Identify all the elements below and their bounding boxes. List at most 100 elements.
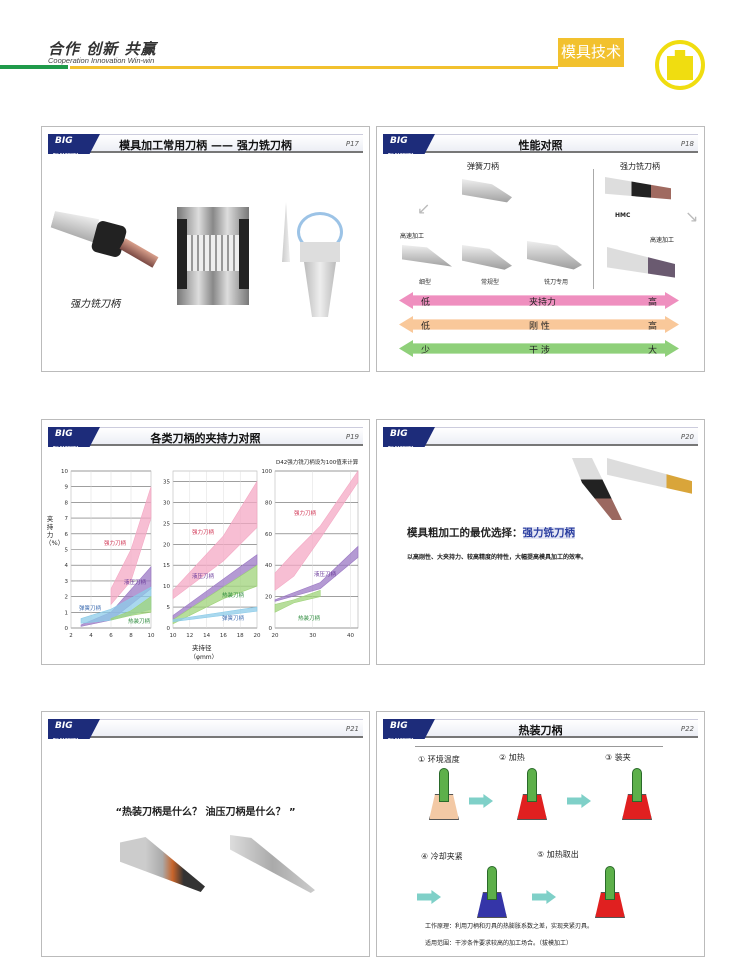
headline-highlight: 强力铣刀柄 bbox=[522, 527, 575, 539]
x-tick-label: 20 bbox=[272, 633, 279, 639]
slim-holder-image bbox=[402, 245, 452, 267]
group-label-milling: 强力铣刀柄 bbox=[620, 162, 660, 171]
comparison-bar: 低夹持力高 bbox=[399, 292, 679, 309]
comparison-bar: 少干 涉大 bbox=[399, 340, 679, 357]
x-tick-label: 2 bbox=[69, 633, 73, 639]
x-tick-label: 4 bbox=[89, 633, 93, 639]
process-arrow-icon bbox=[532, 890, 556, 904]
y-tick-label: 10 bbox=[61, 469, 68, 475]
x-tick-label: 6 bbox=[109, 633, 113, 639]
process-arrow-icon bbox=[417, 890, 441, 904]
y-tick-label: 9 bbox=[65, 485, 69, 491]
association-seal-logo bbox=[655, 40, 705, 90]
y-tick-label: 20 bbox=[265, 595, 272, 601]
series-label: 强力刀柄 bbox=[294, 509, 317, 517]
curved-arrow-icon: ↘ bbox=[685, 207, 699, 226]
band-0 bbox=[110, 486, 152, 606]
band-0 bbox=[172, 480, 258, 600]
band-2 bbox=[274, 589, 321, 613]
curved-arrow-icon: ↙ bbox=[417, 199, 431, 218]
milling-holder-image bbox=[527, 241, 582, 270]
band-0 bbox=[274, 470, 359, 591]
image-caption: 强力铣刀柄 bbox=[70, 299, 120, 310]
hydraulic-holder-image bbox=[607, 458, 692, 494]
y-tick-label: 15 bbox=[163, 563, 170, 569]
bar-low: 低 bbox=[421, 322, 431, 332]
band-3 bbox=[172, 606, 258, 623]
page-number: P18 bbox=[680, 140, 694, 148]
hmc-label: HMC bbox=[615, 212, 631, 219]
step-label: ① 环境温度 bbox=[418, 755, 460, 764]
bar-high: 大 bbox=[647, 346, 657, 356]
needle-bearing-diagram bbox=[177, 207, 249, 305]
series-label: 热装刀柄 bbox=[298, 614, 321, 622]
question-text: “热装刀柄是什么？ 油压刀柄是什么？ ” bbox=[115, 807, 296, 818]
headline: 模具粗加工的最优选择：强力铣刀柄 bbox=[407, 527, 575, 539]
x-tick-label: 16 bbox=[220, 633, 227, 639]
y-tick-label: 2 bbox=[65, 595, 69, 601]
high-speed-label: 高速加工 bbox=[400, 233, 425, 240]
y-tick-label: 5 bbox=[65, 548, 69, 554]
series-label: 热装刀柄 bbox=[128, 617, 151, 625]
process-arrow-icon bbox=[469, 794, 493, 808]
x-tick-label: 14 bbox=[203, 633, 210, 639]
series-label: 弹簧刀柄 bbox=[79, 604, 102, 612]
y-axis-label: 夹持力（%） bbox=[45, 515, 65, 547]
application-scope: 适用范围：干涉条件要求较高的加工场合。（拔模加工） bbox=[425, 940, 573, 947]
y-tick-label: 10 bbox=[163, 584, 170, 590]
x-tick-label: 30 bbox=[309, 633, 316, 639]
rotation-diagram bbox=[282, 202, 352, 322]
cutter-icon bbox=[632, 768, 642, 802]
x-axis-unit: （φmm） bbox=[190, 654, 218, 661]
band-3 bbox=[110, 596, 152, 621]
y-tick-label: 60 bbox=[265, 532, 272, 538]
step-label: ③ 装夹 bbox=[605, 753, 631, 762]
working-principle: 工作原理：利用刀柄和刃具的热膨胀系数之差，实现夹紧刃具。 bbox=[425, 923, 594, 930]
slide-title: 各类刀柄的夹持力对照 bbox=[150, 432, 261, 445]
y-tick-label: 20 bbox=[163, 542, 170, 548]
x-axis-label: 夹持径 bbox=[192, 644, 212, 652]
type-label: 常规型 bbox=[481, 279, 500, 286]
tool-holder-image bbox=[52, 205, 162, 275]
section-tag: 模具技术 bbox=[558, 38, 624, 67]
x-tick-label: 12 bbox=[186, 633, 193, 639]
cutter-icon bbox=[487, 866, 497, 900]
y-tick-label: 3 bbox=[65, 579, 69, 585]
cutter-icon bbox=[527, 768, 537, 802]
y-tick-label: 4 bbox=[65, 563, 69, 569]
cutter-icon bbox=[605, 866, 615, 900]
group-label-collet: 弹簧刀柄 bbox=[467, 162, 499, 171]
page-number: P20 bbox=[680, 433, 694, 441]
series-label: 液压刀柄 bbox=[124, 578, 147, 586]
page-number: P22 bbox=[680, 725, 694, 733]
band-2 bbox=[172, 564, 258, 625]
process-arrow-icon bbox=[567, 794, 591, 808]
slide-title: 性能对照 bbox=[518, 139, 563, 152]
bar-high: 高 bbox=[647, 322, 657, 332]
standard-holder-image bbox=[462, 245, 512, 270]
description: 以高刚性、大夹持力、较高精度的特性，大幅提高模具加工的效率。 bbox=[407, 554, 588, 561]
page-number: P21 bbox=[345, 725, 359, 733]
x-tick-label: 40 bbox=[347, 633, 354, 639]
series-label: 强力刀柄 bbox=[192, 528, 215, 536]
bar-low: 少 bbox=[421, 346, 431, 356]
bar-low: 低 bbox=[421, 298, 431, 308]
chart-note: D42强力铣刀柄设为100值来计算 bbox=[276, 460, 359, 466]
page-number: P17 bbox=[345, 140, 359, 148]
y-tick-label: 5 bbox=[167, 605, 171, 611]
series-label: 液压刀柄 bbox=[314, 570, 337, 578]
hmc-holder-image bbox=[605, 177, 671, 200]
y-tick-label: 0 bbox=[167, 626, 171, 632]
divider bbox=[593, 169, 594, 289]
x-tick-label: 18 bbox=[237, 633, 244, 639]
